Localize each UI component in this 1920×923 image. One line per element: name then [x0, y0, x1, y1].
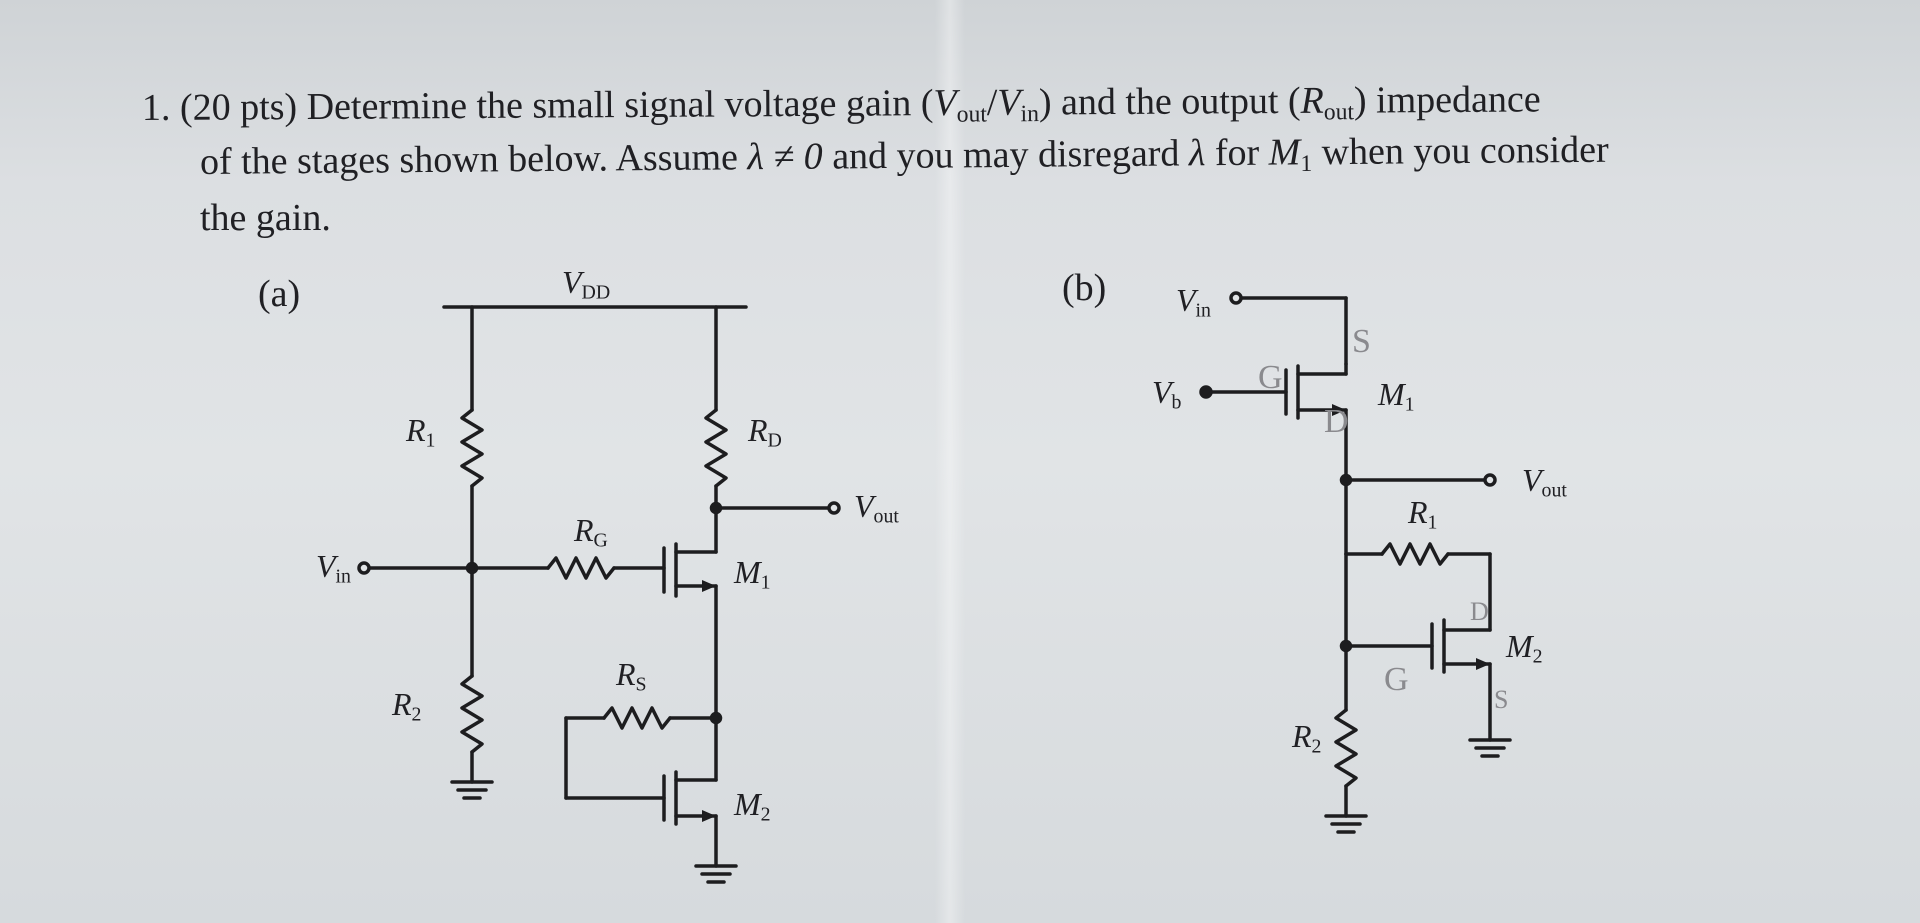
vin-terminal	[357, 561, 371, 575]
rd-subscript: D	[767, 429, 782, 452]
m1-subscript: 1	[760, 571, 771, 594]
vin-b-terminal	[1229, 291, 1243, 305]
vin-symbol: V	[316, 548, 336, 584]
handwritten-annotations: S G D G D S	[1258, 323, 1508, 714]
circuit-b-schematic	[1208, 296, 1512, 834]
m1-source-arrow	[702, 580, 716, 592]
m1-b-arrow	[1332, 404, 1346, 416]
m2-label: M2	[734, 786, 771, 827]
rg-subscript: G	[593, 529, 608, 552]
r1-symbol: R	[406, 412, 426, 448]
hw-m1-gate: G	[1258, 359, 1283, 396]
hw-m2-drain: D	[1470, 597, 1489, 626]
vdd-symbol: V	[562, 264, 582, 300]
rd-label: RD	[748, 412, 782, 453]
question-line-3: the gain.	[200, 196, 331, 240]
rs-subscript: S	[635, 673, 647, 696]
vout-subscript: out	[873, 505, 899, 528]
rs-label: RS	[616, 656, 647, 697]
circuit-a-label: (a)	[258, 273, 301, 315]
rs-symbol: R	[616, 656, 636, 692]
r2-b-label: R2	[1292, 718, 1321, 759]
hw-m1-drain: D	[1324, 403, 1349, 440]
question-text-part: the gain.	[200, 197, 331, 239]
vdd-label: VDD	[562, 264, 610, 305]
vout-b-junction-dot	[1339, 473, 1353, 487]
vin-label: Vin	[316, 548, 351, 589]
vdd-subscript: DD	[581, 281, 611, 304]
hw-m2-gate: G	[1384, 661, 1409, 698]
vout-b-symbol: V	[1522, 462, 1542, 498]
r2-b-symbol: R	[1292, 718, 1312, 754]
vout-symbol: V	[854, 488, 874, 524]
m1-b-subscript: 1	[1404, 393, 1415, 416]
r1-b-resistor	[1380, 542, 1450, 566]
m2-b-label: M2	[1506, 628, 1543, 669]
vb-subscript: b	[1171, 391, 1182, 414]
rs-resistor	[602, 706, 672, 730]
hw-m2-source: S	[1494, 685, 1508, 714]
m1-label: M1	[734, 554, 771, 595]
r1-resistor	[460, 408, 484, 488]
m1-b-symbol: M	[1378, 376, 1405, 412]
vin-b-label: Vin	[1176, 282, 1211, 323]
r1-b-label: R1	[1408, 494, 1437, 535]
rd-resistor	[704, 408, 728, 488]
m2-symbol: M	[734, 786, 761, 822]
vb-label: Vb	[1152, 374, 1181, 415]
vout-b-label: Vout	[1522, 462, 1567, 503]
m2-b-subscript: 2	[1532, 645, 1543, 668]
rg-resistor	[546, 556, 616, 580]
rg-label: RG	[574, 512, 608, 553]
m1-symbol: M	[734, 554, 761, 590]
r2-symbol: R	[392, 686, 412, 722]
r2-b-subscript: 2	[1311, 735, 1322, 758]
vin-b-subscript: in	[1195, 299, 1211, 322]
r1-label: R1	[406, 412, 435, 453]
paper-fold	[935, 0, 965, 923]
m2-b-arrow	[1476, 658, 1490, 670]
m1-m2-junction-dot	[709, 711, 723, 725]
vout-b-subscript: out	[1541, 479, 1567, 502]
vout-terminal	[827, 501, 841, 515]
r2-resistor	[460, 674, 484, 754]
circuit-b-label: (b)	[1062, 267, 1107, 309]
vin-subscript: in	[335, 565, 351, 588]
rg-symbol: R	[574, 512, 594, 548]
m2-subscript: 2	[760, 803, 771, 826]
hw-m1-source: S	[1352, 323, 1371, 360]
r2-b-resistor	[1334, 708, 1358, 788]
vout-label: Vout	[854, 488, 899, 529]
vout-b-terminal	[1483, 473, 1497, 487]
vout-junction-dot	[709, 501, 723, 515]
r1-r2-junction-dot	[465, 561, 479, 575]
rd-symbol: R	[748, 412, 768, 448]
r1-b-subscript: 1	[1427, 511, 1438, 534]
r2-subscript: 2	[411, 703, 422, 726]
m2-b-symbol: M	[1506, 628, 1533, 664]
m2-source-arrow	[702, 810, 716, 822]
vin-b-symbol: V	[1176, 282, 1196, 318]
m1-b-label: M1	[1378, 376, 1415, 417]
r2-label: R2	[392, 686, 421, 727]
r1-b-symbol: R	[1408, 494, 1428, 530]
vb-terminal	[1199, 385, 1213, 399]
vb-symbol: V	[1152, 374, 1172, 410]
circuit-a-schematic	[366, 305, 832, 884]
r2-b-junction-dot	[1339, 639, 1353, 653]
r1-subscript: 1	[425, 429, 436, 452]
